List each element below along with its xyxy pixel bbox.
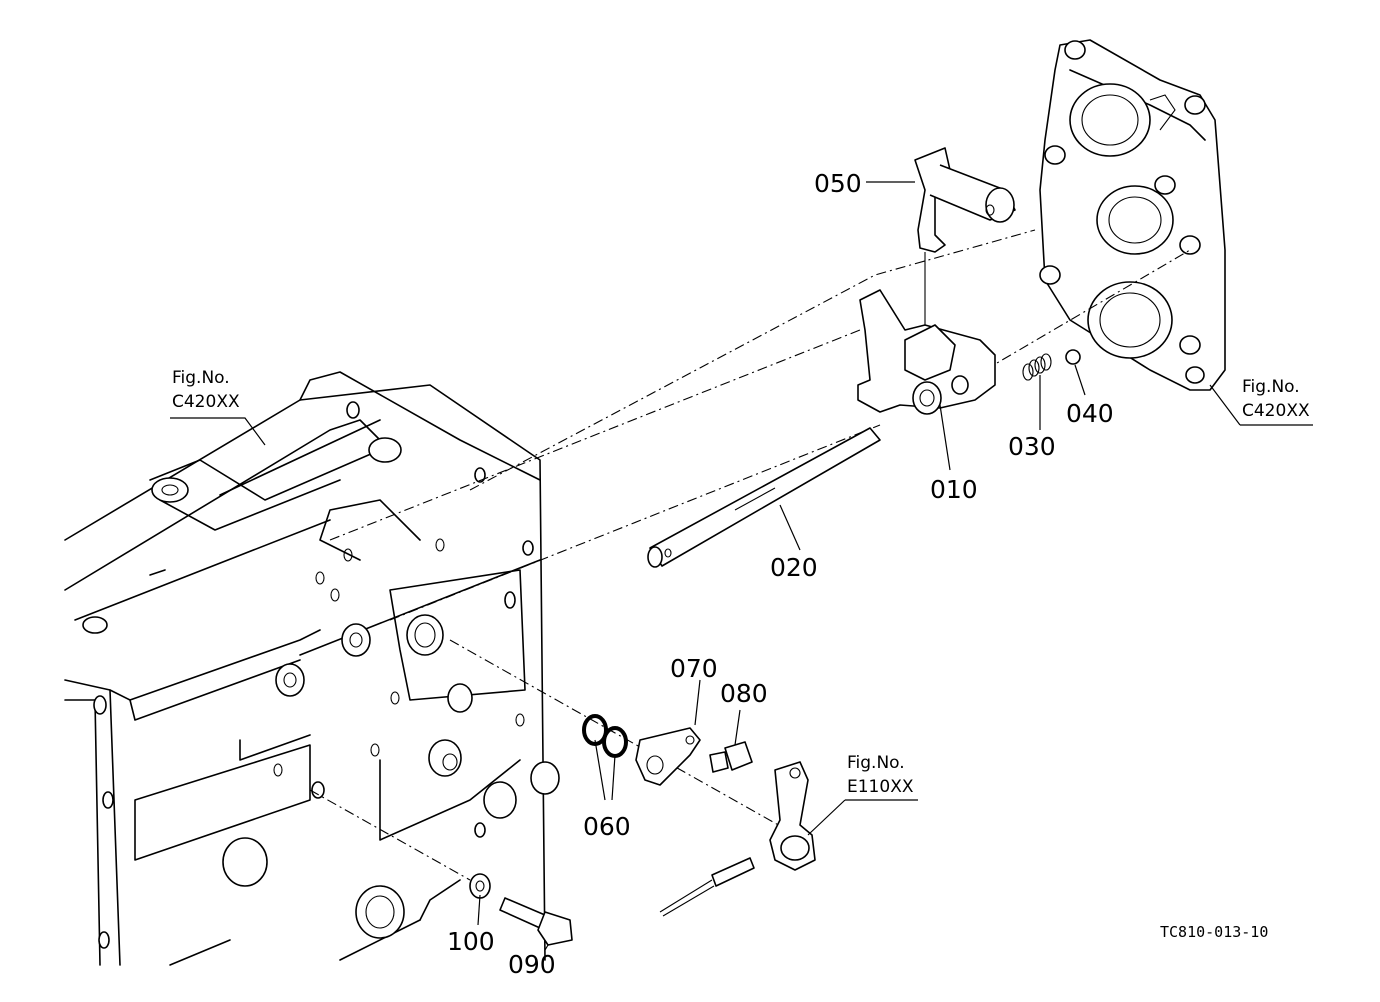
- figref-right-prefix: Fig.No.: [1242, 377, 1300, 397]
- part-050-shift-arm[interactable]: [914, 147, 1016, 330]
- part-040-ball[interactable]: [1065, 349, 1081, 365]
- part-080-bolt[interactable]: [709, 741, 753, 773]
- label-020: 020: [770, 553, 818, 582]
- lever-assembly: [659, 761, 816, 917]
- label-100: 100: [447, 927, 495, 956]
- part-100-washer[interactable]: [469, 873, 491, 899]
- figref-left-prefix: Fig.No.: [172, 368, 230, 388]
- label-080: 080: [720, 679, 768, 708]
- label-040: 040: [1066, 399, 1114, 428]
- figref-lever-code: E110XX: [847, 777, 914, 797]
- leader-lines: [170, 181, 1313, 951]
- part-020-fork-shaft[interactable]: [647, 427, 881, 568]
- part-030-spring[interactable]: [1022, 353, 1052, 381]
- part-090-bolt[interactable]: [499, 897, 573, 946]
- transmission-cover: [1039, 39, 1226, 391]
- centerline-upper: [329, 329, 861, 541]
- centerline-shaft: [389, 424, 881, 621]
- figref-right-code: C420XX: [1242, 401, 1310, 421]
- part-070-plate[interactable]: [635, 727, 701, 786]
- figref-left-code: C420XX: [172, 392, 240, 412]
- drawing-code: TC810-013-10: [1160, 923, 1268, 941]
- label-070: 070: [670, 654, 718, 683]
- part-010-shift-fork[interactable]: [857, 289, 996, 415]
- transmission-case: [64, 371, 560, 966]
- label-060: 060: [583, 812, 631, 841]
- figref-lever-prefix: Fig.No.: [847, 753, 905, 773]
- label-010: 010: [930, 475, 978, 504]
- label-090: 090: [508, 950, 556, 979]
- centerline-050: [469, 229, 1036, 491]
- label-050: 050: [814, 169, 862, 198]
- label-030: 030: [1008, 432, 1056, 461]
